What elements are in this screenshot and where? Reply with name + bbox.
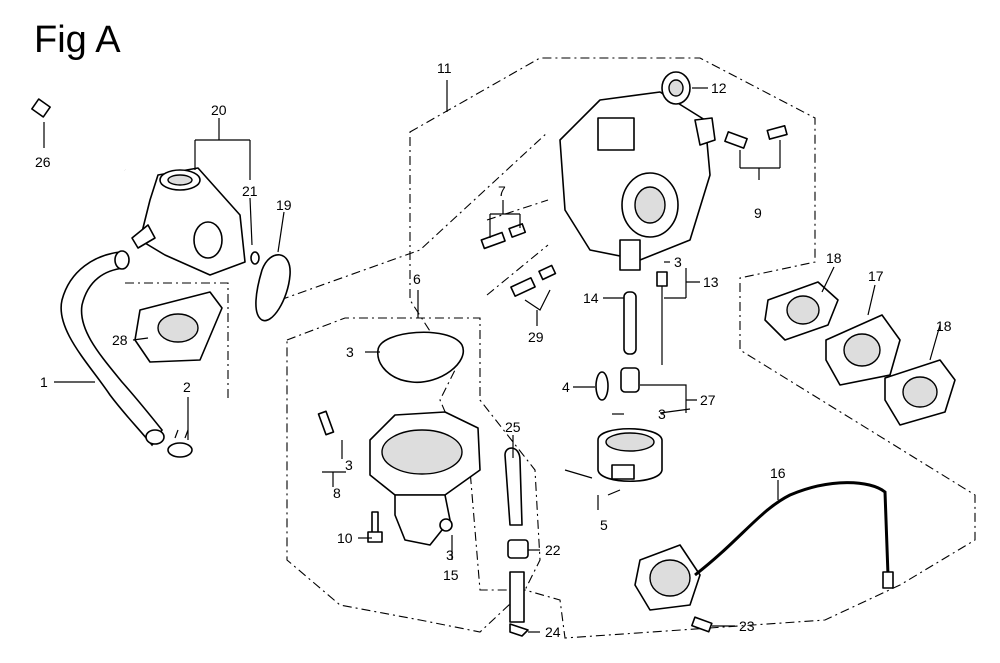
callout-20: 20: [211, 102, 227, 118]
callout-3-needle: 3: [674, 254, 682, 270]
callout-15: 15: [443, 567, 459, 583]
callout-22: 22: [545, 542, 561, 558]
leader-lines: [43, 80, 941, 633]
hose-part: [60, 251, 163, 447]
callout-17: 17: [868, 268, 884, 284]
float-part: [564, 427, 663, 483]
callout-23: 23: [739, 618, 755, 634]
carburetor-seal-part: [661, 71, 691, 105]
callout-12: 12: [711, 80, 727, 96]
carb-insulator-part: [825, 314, 901, 386]
callout-24: 24: [545, 624, 561, 640]
callout-3-drain: 3: [345, 457, 353, 473]
callout-13: 13: [703, 274, 719, 290]
screw-set-boundary: [486, 199, 549, 296]
callout-16: 16: [770, 465, 786, 481]
callout-labels: 1 2 3 3 3 3 3 4 5 6 7 8 9 10 11 12 13 14…: [35, 60, 952, 640]
long-bolt-part: [31, 98, 126, 172]
callout-3-gasket: 3: [346, 344, 354, 360]
pilot-screw-part: [724, 125, 788, 149]
callout-5: 5: [600, 517, 608, 533]
callout-4: 4: [562, 379, 570, 395]
carburetor-body-part: [559, 91, 716, 271]
insulator-boundary: [125, 282, 229, 400]
callout-25: 25: [505, 419, 521, 435]
o-ring-part: [255, 254, 291, 322]
callout-26: 26: [35, 154, 51, 170]
callout-8: 8: [333, 485, 341, 501]
chamber-bolt-part: [367, 511, 383, 543]
fuel-joint-part: [439, 518, 529, 559]
callout-6: 6: [413, 271, 421, 287]
main-jet-part: [620, 367, 640, 393]
callout-14: 14: [583, 290, 599, 306]
jet-needle-part: [656, 271, 668, 365]
callout-7: 7: [498, 183, 506, 199]
hose-end-bottom: [145, 429, 165, 445]
callout-2: 2: [183, 379, 191, 395]
chamber-drain-screw-part: [317, 410, 335, 436]
insulator-gasket-part: [134, 291, 223, 363]
callout-3-bolt: 3: [446, 547, 454, 563]
float-chamber-part: [369, 411, 481, 546]
float-bowl-group-boundary: [286, 317, 541, 633]
hose-end-top: [114, 250, 130, 270]
fuel-cut-solenoid-part: [634, 481, 894, 611]
callout-3-main-jet: 3: [658, 406, 666, 422]
callout-9: 9: [754, 205, 762, 221]
small-o-ring-part: [595, 371, 609, 401]
callout-18-left: 18: [826, 250, 842, 266]
solenoid-screw-part: [691, 616, 713, 633]
callout-28: 28: [112, 332, 128, 348]
callout-18-right: 18: [936, 318, 952, 334]
drain-screw-part: [510, 264, 557, 297]
callout-29: 29: [528, 329, 544, 345]
callout-21: 21: [242, 183, 258, 199]
carb-gasket-right-part: [884, 359, 956, 426]
throttle-screw-part: [480, 223, 527, 250]
inlet-elbow-part: [131, 167, 260, 276]
callout-11: 11: [437, 60, 452, 76]
callout-27: 27: [700, 392, 716, 408]
fuel-tube-part: [504, 447, 529, 637]
callout-10: 10: [337, 530, 353, 546]
carb-gasket-left-part: [764, 281, 839, 341]
float-chamber-gasket-part: [377, 331, 465, 383]
figure-title: Fig A: [34, 19, 121, 61]
callout-19: 19: [276, 197, 292, 213]
callout-1: 1: [40, 374, 48, 390]
hose-clamp-part: [167, 429, 193, 458]
needle-jet-part: [623, 291, 637, 355]
